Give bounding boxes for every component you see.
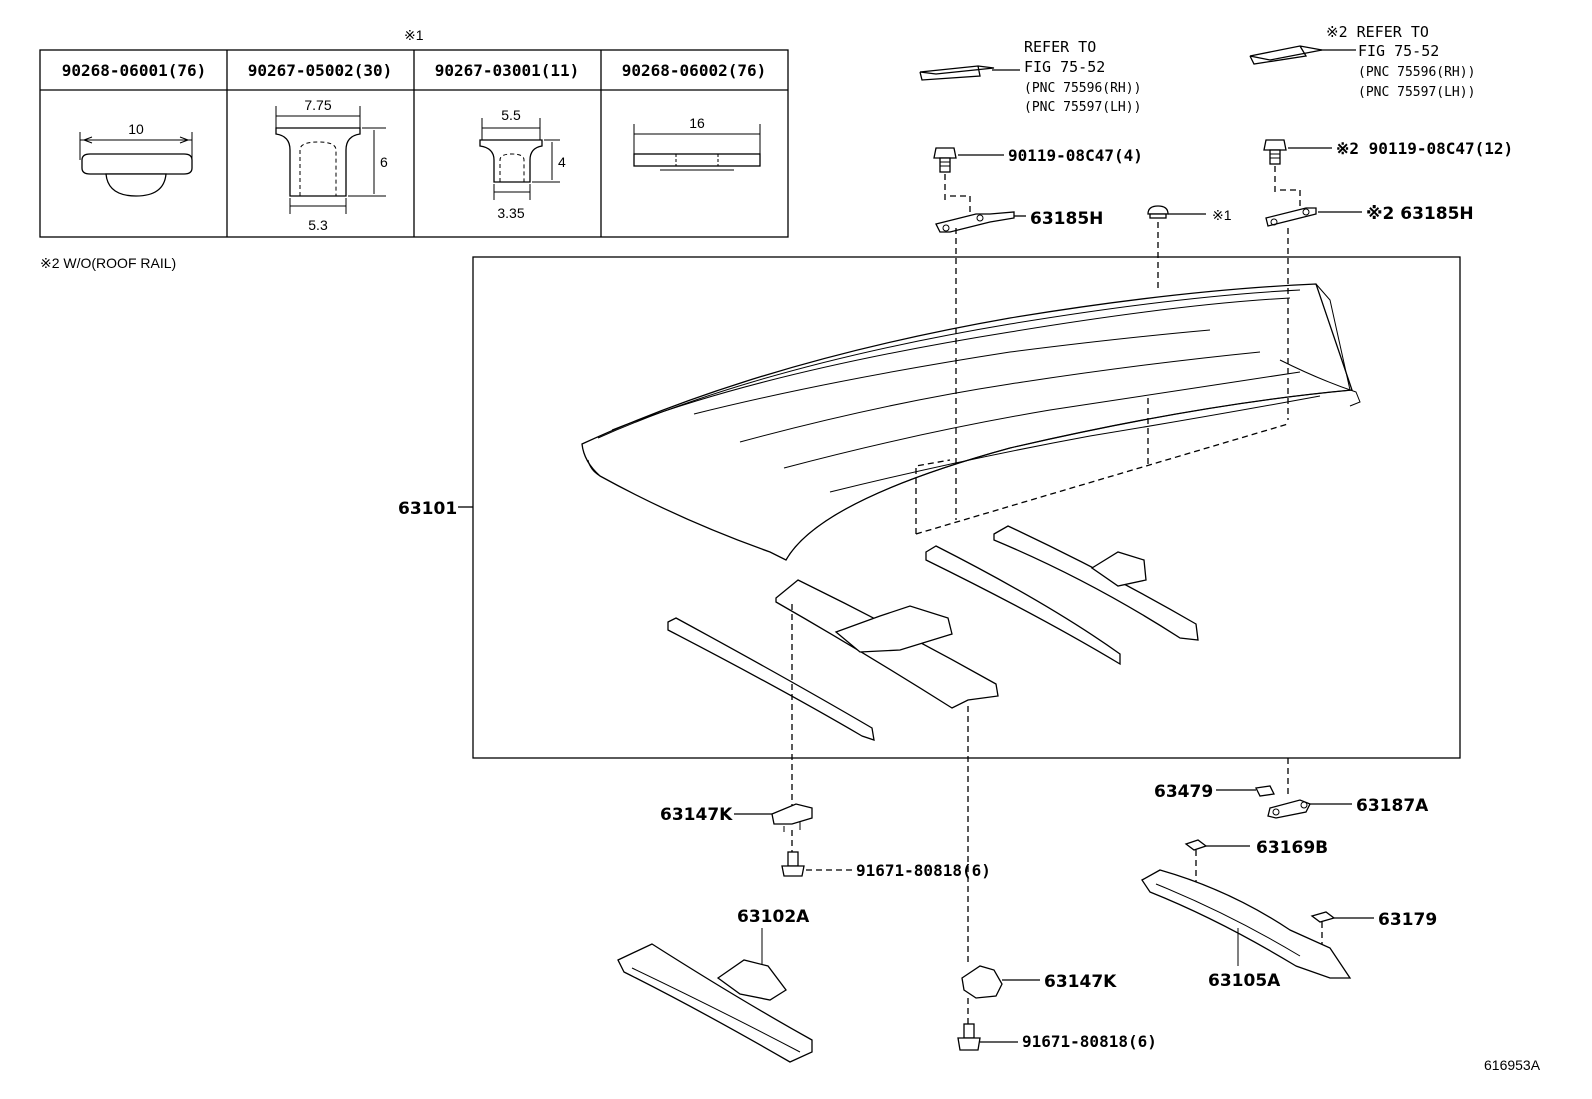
bracket-63147k-top <box>771 803 813 832</box>
plug-drawing-2 <box>633 124 761 171</box>
dim-c2-bottom: 5.3 <box>308 217 328 233</box>
refer-right-line2: FIG 75-52 <box>1358 42 1439 60</box>
plug-drawing-1 <box>79 132 193 197</box>
refer-left-line4: (PNC 75597(LH)) <box>1024 100 1141 115</box>
dim-c1-width: 10 <box>128 121 144 137</box>
refer-to-left: REFER TO FIG 75-52 (PNC 75596(RH)) (PNC … <box>919 38 1141 115</box>
clip-63479 <box>1255 785 1275 797</box>
bolt-icon <box>1263 139 1287 165</box>
label-63147k-top: 63147K <box>660 805 733 825</box>
bolt-icon <box>781 851 805 877</box>
fastener-table: ※1 90268-06001(76) 90267-05002(30) 90267… <box>39 27 789 238</box>
dim-c2-top: 7.75 <box>304 97 331 113</box>
refer-left-line1: REFER TO <box>1024 38 1096 56</box>
dim-c2-height: 6 <box>380 154 388 170</box>
label-63105a: 63105A <box>1208 971 1281 991</box>
dim-c4-width: 16 <box>689 115 705 131</box>
bolt-icon <box>957 1023 981 1051</box>
label-bolt-right: ※2 90119-08C47(12) <box>1336 139 1513 158</box>
label-plug: ※1 <box>1212 207 1232 223</box>
refer-right-line1: ※2 REFER TO <box>1326 23 1429 41</box>
grommet-drawing-2 <box>479 118 560 200</box>
reinforcement-63105a <box>1141 869 1352 979</box>
clip-63169b <box>1184 839 1208 851</box>
reinforcement-63102a <box>617 943 813 1063</box>
roof-panel <box>581 283 1361 561</box>
label-bolt-bottom-2: 91671-80818(6) <box>1022 1032 1157 1051</box>
table-header-2: 90267-05002(30) <box>248 61 393 80</box>
label-bracket-left: 63185H <box>1030 209 1103 229</box>
label-bolt-bottom-1: 91671-80818(6) <box>856 861 991 880</box>
clip-63179 <box>1310 911 1336 923</box>
grommet-drawing-1 <box>275 106 386 214</box>
plug-icon <box>1147 205 1169 219</box>
roof-bow-4 <box>993 525 1199 641</box>
refer-right-line4: (PNC 75597(LH)) <box>1358 85 1475 100</box>
table-note-mark: ※1 <box>404 27 424 43</box>
bracket-63147k-bottom <box>961 965 1003 999</box>
label-63169b: 63169B <box>1256 838 1328 858</box>
figure-id: 616953A <box>1484 1057 1541 1073</box>
dim-c3-top: 5.5 <box>501 107 521 123</box>
table-header-3: 90267-03001(11) <box>435 61 580 80</box>
bracket-icon <box>1265 189 1317 227</box>
table-header-4: 90268-06002(76) <box>622 61 767 80</box>
dim-c3-height: 4 <box>558 154 566 170</box>
label-63147k-bottom: 63147K <box>1044 972 1117 992</box>
roof-bow-2 <box>775 579 999 709</box>
bracket-63187a <box>1267 799 1311 819</box>
dash-guide-a <box>915 459 951 534</box>
refer-to-right: ※2 REFER TO FIG 75-52 (PNC 75596(RH)) (P… <box>1249 23 1475 100</box>
label-bracket-right: ※2 63185H <box>1366 204 1474 224</box>
refer-left-line3: (PNC 75596(RH)) <box>1024 81 1141 96</box>
bracket-icon <box>935 195 1015 233</box>
dim-c3-bottom: 3.35 <box>497 205 524 221</box>
label-63187a: 63187A <box>1356 796 1429 816</box>
refer-right-line3: (PNC 75596(RH)) <box>1358 65 1475 80</box>
dash-guide-b <box>915 423 1289 535</box>
label-roof-panel: 63101 <box>398 499 457 519</box>
roof-bow-1 <box>667 617 875 741</box>
label-bolt-left: 90119-08C47(4) <box>1008 146 1143 165</box>
bolt-icon <box>933 147 957 173</box>
note-without-roof-rail: ※2 W/O(ROOF RAIL) <box>40 255 176 271</box>
table-header-1: 90268-06001(76) <box>62 61 207 80</box>
label-63179: 63179 <box>1378 910 1437 930</box>
refer-left-line2: FIG 75-52 <box>1024 58 1105 76</box>
roof-bow-3 <box>925 545 1121 666</box>
label-63479: 63479 <box>1154 782 1213 802</box>
label-63102a: 63102A <box>737 907 810 927</box>
